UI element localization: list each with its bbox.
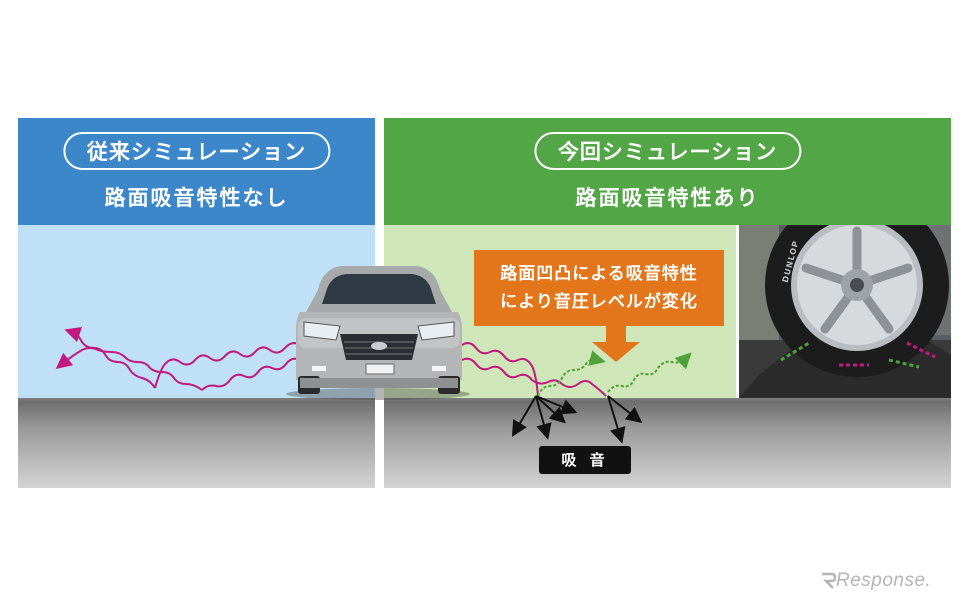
callout-box: 路面凹凸による吸音特性 により音圧レベルが変化 [474, 250, 724, 326]
left-panel-subtitle: 路面吸音特性なし [104, 186, 289, 210]
left-wave-2 [201, 357, 301, 391]
callout-line-2: により音圧レベルが変化 [500, 292, 698, 312]
right-road-surface [384, 398, 951, 488]
absorption-label: 吸 音 [539, 446, 631, 474]
right-wave-2 [461, 357, 607, 397]
left-panel-header: 従来シミュレーション 路面吸音特性なし [18, 118, 375, 225]
left-wave-2b [55, 347, 203, 391]
green-wave-1 [537, 350, 606, 397]
right-wave-1 [461, 342, 539, 397]
response-logo-icon [822, 572, 836, 589]
callout-arrow [592, 326, 640, 362]
left-road-surface [18, 398, 375, 488]
green-wave-2 [607, 352, 692, 393]
reduced-sound-waves [537, 350, 692, 397]
absorption-arrows [511, 395, 643, 444]
right-sound-waves [461, 342, 607, 397]
right-panel-subtitle: 路面吸音特性あり [575, 186, 760, 210]
right-panel-header: 今回シミュレーション 路面吸音特性あり [384, 118, 951, 225]
watermark: Response. [836, 570, 932, 591]
tire-photo-illustration [739, 225, 951, 398]
tire-photo: DUNLOP [739, 225, 951, 398]
left-sound-waves [55, 326, 301, 391]
callout-line-1: 路面凹凸による吸音特性 [500, 264, 698, 284]
left-wave-1b [64, 326, 156, 389]
right-panel-title: 今回シミュレーション [533, 132, 802, 170]
left-panel-title: 従来シミュレーション [62, 132, 331, 170]
car-illustration [286, 266, 470, 400]
left-wave-1 [154, 342, 301, 389]
